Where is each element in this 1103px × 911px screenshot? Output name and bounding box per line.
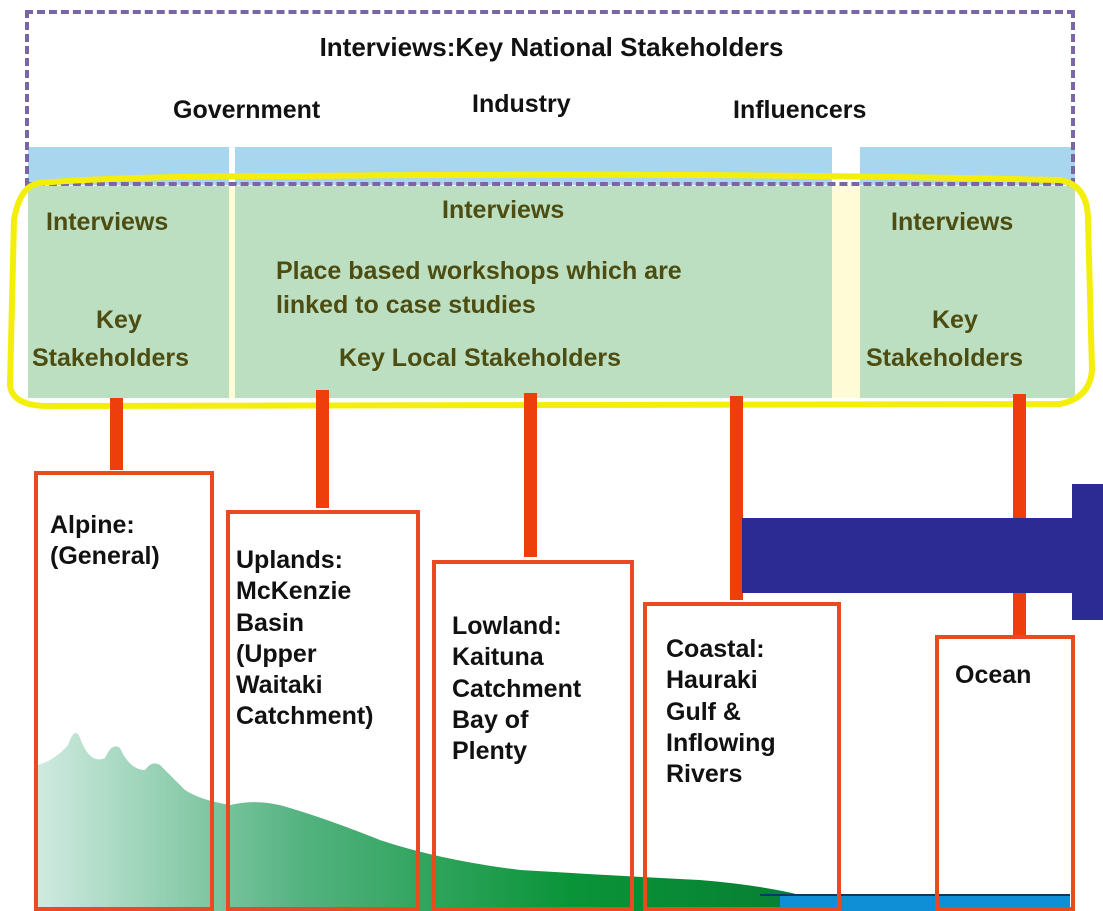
case-lowland-line: Bay of — [452, 705, 529, 734]
case-uplands-line: Uplands: — [236, 546, 343, 574]
case-alpine-line: (General) — [50, 542, 160, 571]
case-uplands-line: McKenzie — [236, 577, 352, 606]
center-workshops-line1: Place based workshops which are — [276, 257, 682, 285]
connector-coastal — [730, 396, 743, 600]
case-lowland-text: Lowland: Kaituna Catchment Bay of Plenty — [452, 611, 581, 767]
group-industry: Industry — [472, 90, 571, 118]
connector-alpine — [110, 398, 123, 470]
case-uplands-text: Uplands: McKenzie Basin (Upper Waitaki C… — [236, 545, 374, 733]
case-uplands-line: Catchment) — [236, 702, 374, 731]
group-influencers: Influencers — [733, 96, 867, 124]
case-coastal-text: Coastal: Hauraki Gulf & Inflowing Rivers — [666, 634, 776, 790]
right-stakeholders-line1: Key — [932, 306, 978, 334]
case-uplands-line: Basin — [236, 608, 305, 637]
case-alpine-text: Alpine: (General) — [50, 510, 160, 573]
case-coastal-line: Gulf & — [666, 697, 741, 726]
right-stakeholders-line2: Stakeholders — [866, 344, 1024, 372]
group-government: Government — [173, 96, 321, 124]
case-coastal-line: Inflowing — [666, 728, 776, 757]
case-lowland-line: Lowland: — [452, 612, 562, 640]
case-alpine-line: Alpine: — [50, 511, 135, 539]
left-stakeholders-line1: Key — [96, 306, 142, 334]
case-uplands-line: Waitaki — [236, 671, 323, 699]
center-interviews-label: Interviews — [442, 196, 565, 224]
connector-uplands — [316, 390, 329, 508]
case-lowland-line: Kaituna — [452, 643, 544, 672]
case-box-ocean — [935, 635, 1075, 911]
case-box-coastal — [643, 602, 841, 911]
case-coastal-line: Coastal: — [666, 635, 765, 663]
case-lowland-line: Plenty — [452, 737, 528, 765]
left-stakeholders-line2: Stakeholders — [32, 344, 190, 372]
case-box-uplands — [226, 510, 420, 911]
connector-lowland — [524, 393, 537, 557]
right-interviews-label: Interviews — [891, 208, 1014, 236]
case-ocean-text: Ocean — [955, 660, 1031, 691]
center-stakeholders-label: Key Local Stakeholders — [339, 344, 622, 372]
case-box-alpine — [34, 471, 214, 911]
case-box-lowland — [432, 560, 634, 911]
left-interviews-label: Interviews — [46, 208, 169, 236]
case-coastal-line: Hauraki — [666, 666, 758, 695]
case-lowland-line: Catchment — [452, 674, 582, 703]
national-title: Interviews:Key National Stakeholders — [319, 32, 784, 62]
center-workshops-line2: linked to case studies — [276, 291, 536, 319]
case-uplands-line: (Upper — [236, 639, 317, 668]
case-ocean-line: Ocean — [955, 661, 1032, 689]
case-coastal-line: Rivers — [666, 760, 743, 788]
